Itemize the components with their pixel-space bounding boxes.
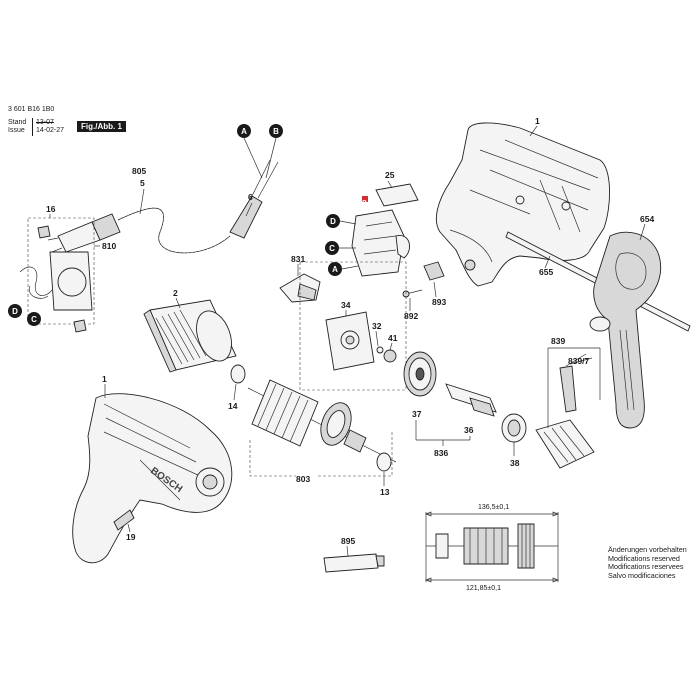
- label-37: 37: [412, 409, 422, 419]
- armature-dimension-drawing: [425, 511, 559, 583]
- new-date: 14-02-27: [36, 127, 65, 134]
- power-cable-drawing: [47, 159, 279, 254]
- callout-c-mid: C: [329, 244, 335, 253]
- callout-a-top: A: [241, 127, 247, 136]
- label-836: 836: [434, 448, 448, 458]
- label-892: 892: [404, 311, 418, 321]
- dim-inner-length: 121,85±0,1: [466, 585, 501, 592]
- label-654: 654: [640, 214, 654, 224]
- housing-bottom-drawing: BOSCH: [72, 393, 233, 564]
- label-895: 895: [341, 536, 355, 546]
- label-13: 13: [380, 487, 390, 497]
- label-5: 5: [140, 178, 145, 188]
- note-de: Änderungen vorbehalten: [608, 545, 687, 554]
- modification-notes: Änderungen vorbehalten Modifications res…: [608, 545, 687, 580]
- callout-a-mid: A: [332, 265, 338, 274]
- label-25: 25: [385, 170, 395, 180]
- label-6: 6: [248, 192, 253, 202]
- note-fr: Modifications reservees: [608, 562, 684, 572]
- label-41: 41: [388, 333, 398, 343]
- label-19: 19: [126, 532, 136, 542]
- issue-label: Issue: [8, 127, 25, 134]
- label-655: 655: [539, 267, 553, 277]
- label-803: 803: [296, 474, 310, 484]
- label-32: 32: [372, 321, 382, 331]
- chuck-drawing: [535, 353, 595, 469]
- label-1-bottom: 1: [102, 374, 107, 384]
- note-en: Modifications reserved: [608, 553, 680, 563]
- callout-d-mid: D: [330, 217, 336, 226]
- label-810: 810: [102, 241, 116, 251]
- gear-drawing: [403, 351, 437, 397]
- callout-b-top: B: [273, 127, 279, 136]
- armature-drawing: [247, 379, 397, 463]
- stand-label: Stand: [8, 119, 27, 126]
- label-839: 839: [551, 336, 565, 346]
- brush-holder-drawing: [19, 217, 95, 333]
- grease-tube-drawing: [323, 553, 385, 573]
- label-16: 16: [46, 204, 56, 214]
- label-805: 805: [132, 166, 146, 176]
- label-36: 36: [464, 425, 474, 435]
- old-date: 13-07: [36, 119, 54, 126]
- label-38: 38: [510, 458, 520, 468]
- label-831: 831: [291, 254, 305, 264]
- figure-label: Fig./Abb. 1: [77, 121, 126, 132]
- part-number: 3 601 B16 1B0: [8, 106, 55, 113]
- label-893: 893: [432, 297, 446, 307]
- aux-handle-drawing: [589, 231, 662, 429]
- red-marker: [362, 196, 368, 202]
- label-2: 2: [173, 288, 178, 298]
- stator-drawing: [143, 299, 237, 373]
- callout-c-left: C: [31, 315, 37, 324]
- switch-drawing: [351, 196, 411, 277]
- label-14: 14: [228, 401, 238, 411]
- label-34: 34: [341, 300, 351, 310]
- header-divider: [32, 118, 33, 136]
- note-es: Salvo modificaciones: [608, 570, 676, 580]
- dim-overall-length: 136,5±0,1: [478, 504, 509, 511]
- label-1-top: 1: [535, 116, 540, 126]
- callout-d-left: D: [12, 307, 18, 316]
- label-839-7: 839/7: [568, 356, 590, 366]
- label-8: 8: [362, 198, 367, 208]
- housing-half-drawing: [436, 122, 611, 287]
